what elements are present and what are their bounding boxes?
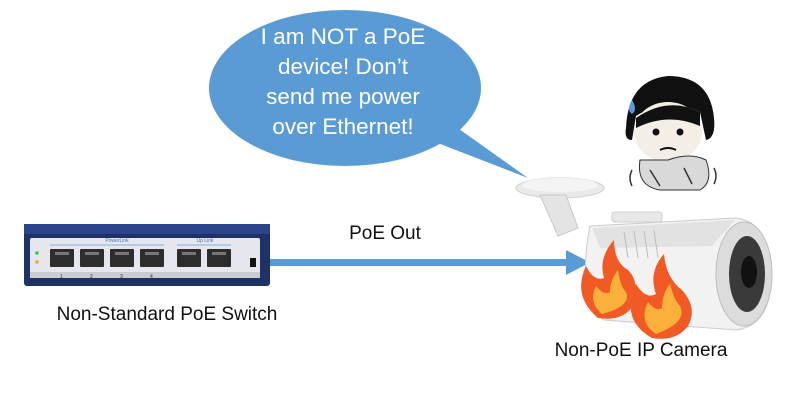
port-number-4: 4	[150, 274, 153, 280]
switch-uplink-text: Up Link	[180, 238, 230, 244]
speech-bubble-text: I am NOT a PoE device! Don’t send me pow…	[233, 22, 453, 142]
scared-character-icon	[626, 76, 716, 190]
camera-label: Non-PoE IP Camera	[526, 340, 756, 362]
switch-brand-text: PowerLink	[92, 238, 142, 244]
port-number-2: 2	[90, 274, 93, 280]
poe-arrow	[268, 250, 590, 275]
switch-label: Non-Standard PoE Switch	[22, 304, 312, 326]
port-number-1: 1	[60, 274, 63, 280]
poe-out-label: PoE Out	[330, 223, 440, 245]
port-number-3: 3	[120, 274, 123, 280]
